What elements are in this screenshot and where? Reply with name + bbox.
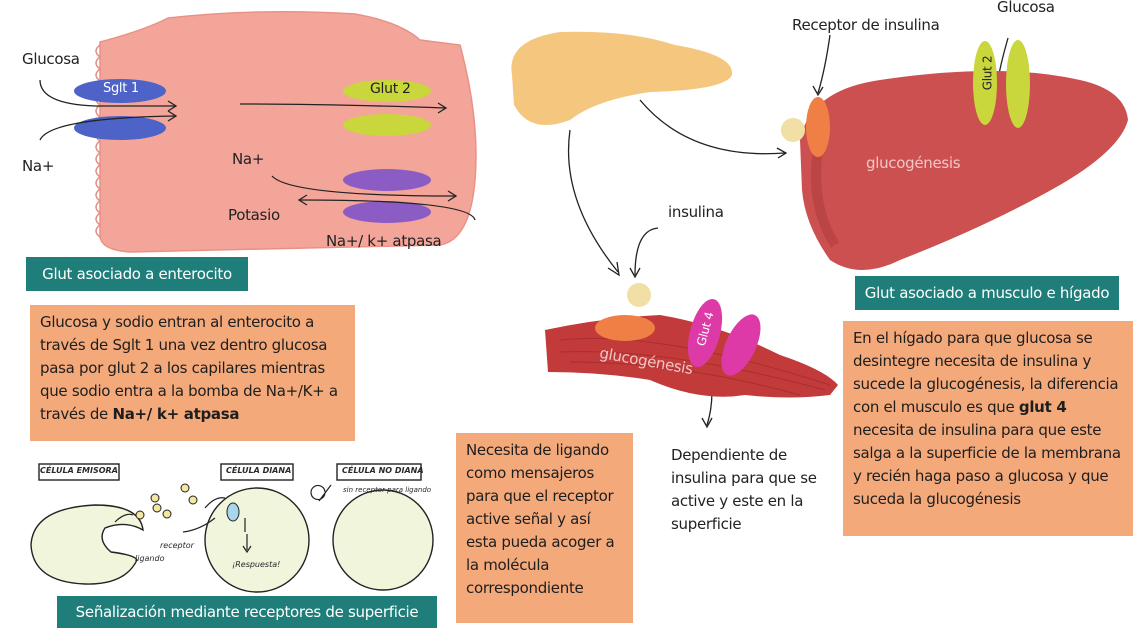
ligand-dots <box>135 483 198 520</box>
liver-note: En el hígado para que glucosa se desinte… <box>843 321 1133 536</box>
organ-illustration <box>511 31 1128 429</box>
sglt1-top <box>74 79 166 103</box>
glut2-label: Glut 2 <box>370 81 411 97</box>
liver-glut2-a <box>973 41 997 125</box>
muscle-insulin-dot <box>627 283 651 307</box>
liver <box>800 71 1128 270</box>
muscle-receptor <box>595 315 655 341</box>
enterocyte-arrows <box>39 79 476 221</box>
na-label: Na+ <box>22 157 55 175</box>
diana-label: CÉLULA DIANA <box>226 466 292 475</box>
liver-glut2-b <box>1006 40 1030 128</box>
signaling-caption: Señalización mediante receptores de supe… <box>57 596 437 628</box>
respuesta-label: ¡Respuesta! <box>232 560 281 569</box>
no-diana-box <box>336 463 422 481</box>
signaling-illustration <box>30 463 434 593</box>
receptor-label: receptor <box>160 541 194 550</box>
enterocyte-note: Glucosa y sodio entran al enterocito a t… <box>30 305 355 441</box>
liver-insulin-dot <box>781 118 805 142</box>
ligand-note: Necesita de ligando como mensajeros para… <box>456 433 633 623</box>
sglt1-bottom <box>74 116 166 140</box>
no-diana-label: CÉLULA NO DIANA <box>342 466 424 475</box>
liver-glucogenesis-label: glucogénesis <box>866 154 961 172</box>
liver-receptor <box>806 97 830 157</box>
signaling-arrows <box>114 497 252 554</box>
glut4-a <box>687 298 723 368</box>
enterocyte-illustration <box>39 11 477 253</box>
enterocyte-cell <box>99 11 477 253</box>
receptor-shape <box>226 502 240 522</box>
sglt1-label: Sglt 1 <box>103 81 139 96</box>
emisora-box <box>38 463 120 481</box>
pancreas <box>511 31 733 125</box>
atpase-bottom <box>343 201 431 223</box>
na-label-2: Na+ <box>232 150 265 168</box>
enterocyte-caption: Glut asociado a enterocito <box>26 257 248 291</box>
enterocyte-note-bold: Na+/ k+ atpasa <box>112 405 240 423</box>
emisora-cell <box>30 504 144 585</box>
atpase-top <box>343 169 431 191</box>
emisora-label: CÉLULA EMISORA <box>40 466 118 475</box>
no-diana-cell <box>332 489 434 591</box>
atpasa-label: Na+/ k+ atpasa <box>326 232 442 250</box>
sin-receptor-label: sin receptor para ligando <box>343 486 432 494</box>
liver-glucosa-label: Glucosa <box>997 0 1055 16</box>
liver-note-part1: En el hígado para que glucosa se desinte… <box>853 329 1119 416</box>
liver-caption: Glut asociado a musculo e hígado <box>855 276 1119 310</box>
enterocyte-note-text: Glucosa y sodio entran al enterocito a t… <box>40 313 338 423</box>
ligando-label: ligando <box>135 554 165 563</box>
dependiente-label: Dependiente de insulina para que se acti… <box>671 446 817 533</box>
liver-note-part2: necesita de insulina para que este salga… <box>853 421 1121 508</box>
glut2-bottom <box>343 114 431 136</box>
glucosa-label: Glucosa <box>22 50 80 68</box>
potasio-label: Potasio <box>228 206 280 224</box>
diana-box <box>220 463 294 481</box>
liver-glut2-label: Glut 2 <box>980 55 995 91</box>
receptor-insulina-label: Receptor de insulina <box>792 16 940 34</box>
glut2-top <box>343 80 431 102</box>
no-receptor-symbol <box>310 484 332 502</box>
microvilli <box>95 44 102 238</box>
diana-cell <box>204 487 310 593</box>
liver-note-bold: glut 4 <box>1018 398 1067 416</box>
insulina-label: insulina <box>668 203 724 221</box>
glut4-b <box>721 314 761 376</box>
